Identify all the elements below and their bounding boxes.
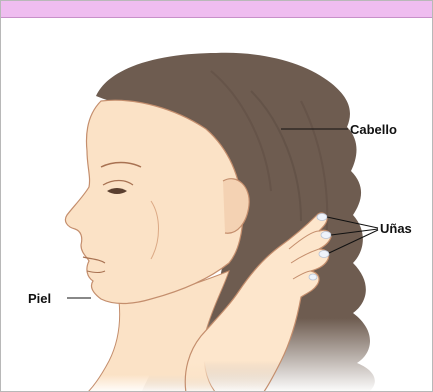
fingernail [317,214,327,221]
skin-label: Piel [28,291,51,306]
nails-label: Uñas [380,221,412,236]
fingernail [319,251,329,258]
hair-label: Cabello [350,122,397,137]
fingernail [309,274,317,280]
fingernail [321,232,331,239]
